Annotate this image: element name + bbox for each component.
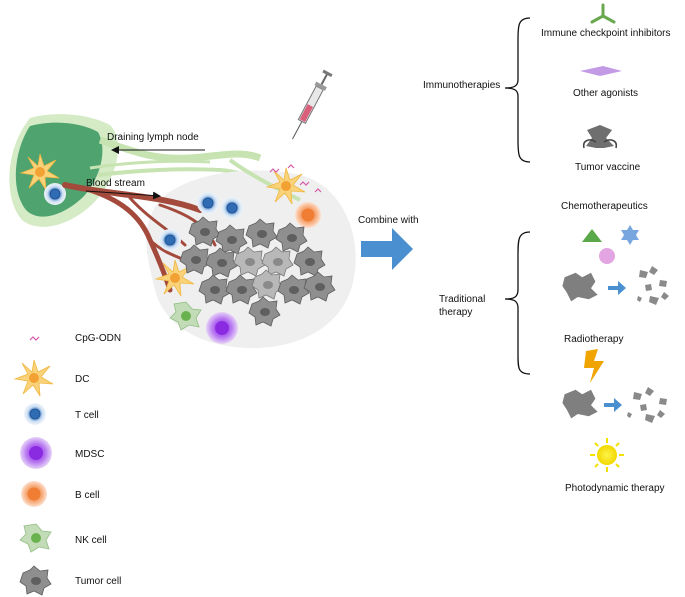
legend-t-cell-label: T cell: [75, 410, 99, 421]
chemotherapeutics-label: Chemotherapeutics: [561, 201, 648, 212]
t-cell-in-tumor-1: [196, 191, 220, 215]
mdsc-icon: [20, 437, 52, 469]
checkpoint-inhibitors-label: Immune checkpoint inhibitors: [541, 28, 671, 39]
t-cell-in-tumor-3: [158, 228, 182, 252]
cpg-odn-particles: [269, 164, 322, 193]
other-agonists-label: Other agonists: [573, 88, 639, 99]
syringe-icon: [292, 69, 333, 140]
tumor-vaccine-icon: [582, 125, 618, 149]
lightning-icon: [584, 349, 604, 383]
combine-arrow: [361, 228, 413, 270]
legend-b-cell-label: B cell: [75, 490, 100, 501]
chemo-circle-icon: [599, 248, 615, 264]
radio-tumor-icon: [562, 389, 598, 419]
immunotherapies-label: Immunotherapies: [423, 80, 501, 91]
combine-with-label: Combine with: [358, 215, 419, 226]
legend-tumor-cell-label: Tumor cell: [75, 576, 122, 587]
b-cell-icon: [21, 481, 47, 507]
chemo-star-icon: [621, 225, 639, 245]
tumor-vaccine-label: Tumor vaccine: [575, 162, 641, 173]
traditional-therapy-label: Traditional therapy: [439, 294, 486, 318]
legend-dc-label: DC: [75, 374, 90, 385]
t-cell-icon: [23, 402, 47, 426]
cpg-odn-icon: [29, 336, 40, 341]
nk-cell-icon: [19, 523, 52, 553]
chemo-arrow: [608, 281, 626, 295]
legend: [14, 336, 54, 596]
mdsc-in-tumor: [206, 312, 238, 344]
dendritic-cell-icon: [14, 359, 54, 397]
sun-icon: [590, 438, 624, 472]
blood-stream-label: Blood stream: [86, 178, 145, 189]
blood-stream-arrow: [85, 190, 161, 200]
tumor-cell-icon: [19, 565, 52, 596]
antibody-icon: [590, 3, 616, 24]
chemo-fragments-icon: [637, 266, 669, 305]
photodynamic-therapy-label: Photodynamic therapy: [565, 483, 665, 494]
draining-lymph-node-label: Draining lymph node: [107, 132, 199, 143]
legend-nk-cell-label: NK cell: [75, 535, 107, 546]
radio-arrow: [604, 398, 622, 412]
chemo-tumor-icon: [562, 272, 598, 302]
b-cell-in-tumor: [295, 202, 321, 228]
radio-fragments-icon: [627, 387, 667, 423]
legend-cpg-odn-label: CpG-ODN: [75, 333, 122, 344]
t-cell-in-tumor-2: [220, 196, 244, 220]
lymph-vessel: [228, 158, 301, 202]
chemo-triangle-icon: [582, 229, 602, 242]
agonist-icon: [580, 66, 622, 76]
immunotherapy-brace: [504, 17, 531, 163]
radiotherapy-label: Radiotherapy: [564, 334, 624, 345]
legend-mdsc-label: MDSC: [75, 449, 105, 460]
traditional-brace: [504, 231, 531, 375]
